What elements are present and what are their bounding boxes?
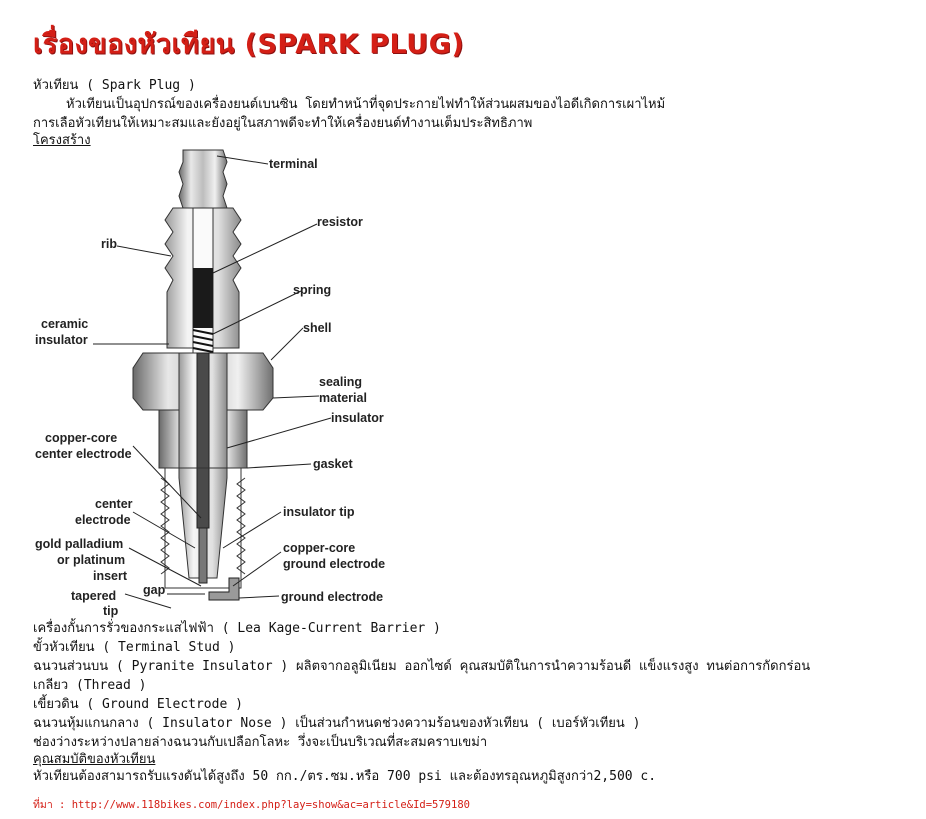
part-item: ขั้วหัวเทียน ( Terminal Stud )	[33, 640, 236, 655]
label-center-2: electrode	[75, 513, 131, 527]
label-insulator: insulator	[331, 411, 384, 425]
intro-paragraph-line-2: การเลือหัวเทียนให้เหมาะสมและยังอยู่ในสภา…	[33, 116, 533, 131]
part-item: เครื่องกั้นการรั่วของกระแสไฟฟ้า ( Lea Ka…	[33, 621, 441, 636]
resistor-part	[193, 268, 213, 328]
part-item: เกลียว (Thread )	[33, 678, 147, 693]
label-gold-2: or platinum	[57, 553, 125, 567]
source-link[interactable]: ที่มา : http://www.118bikes.com/index.ph…	[33, 799, 470, 811]
label-gasket: gasket	[313, 457, 353, 471]
label-tapered-1: tapered	[71, 589, 116, 603]
label-sealing-2: material	[319, 391, 367, 405]
section-heading: หัวเทียน ( Spark Plug )	[33, 78, 196, 93]
label-copper-ground-2: ground electrode	[283, 557, 385, 571]
part-item: เขี้ยวดิน ( Ground Electrode )	[33, 697, 243, 712]
page-title: เรื่องของหัวเทียน (SPARK PLUG)	[33, 29, 465, 60]
label-gap: gap	[143, 583, 166, 597]
label-ground-electrode: ground electrode	[281, 590, 383, 604]
structure-heading: โครงสร้าง	[33, 133, 91, 148]
label-ceramic-2: insulator	[35, 333, 88, 347]
label-terminal: terminal	[269, 157, 318, 171]
label-copper-ground-1: copper-core	[283, 541, 355, 555]
label-insulator-tip: insulator tip	[283, 505, 355, 519]
label-rib: rib	[101, 237, 117, 251]
label-tapered-2: tip	[103, 604, 119, 618]
terminal-part	[178, 149, 228, 209]
label-sealing-1: sealing	[319, 375, 362, 389]
label-copper-center-2: center electrode	[35, 447, 132, 461]
label-spring: spring	[293, 283, 331, 297]
part-item: ฉนวนส่วนบน ( Pyranite Insulator ) ผลิตจา…	[33, 659, 811, 674]
ground-electrode-part	[208, 577, 240, 601]
label-gold-3: insert	[93, 569, 128, 583]
part-item: ฉนวนหุ้มแกนกลาง ( Insulator Nose ) เป็นส…	[33, 716, 641, 731]
thread-part	[160, 467, 246, 589]
spark-plug-diagram: terminal resistor rib spring ceramic ins…	[35, 149, 385, 618]
label-center-1: center	[95, 497, 133, 511]
properties-heading: คุณสมบัติของหัวเทียน	[33, 752, 156, 767]
label-shell: shell	[303, 321, 332, 335]
intro-paragraph-line-1: หัวเทียนเป็นอุปกรณ์ของเครื่องยนต์เบนซิน …	[66, 97, 666, 112]
label-resistor: resistor	[317, 215, 363, 229]
properties-text: หัวเทียนต้องสามารถรับแรงดันได้สูงถึง 50 …	[33, 769, 657, 784]
label-copper-center-1: copper-core	[45, 431, 117, 445]
center-electrode-part	[196, 352, 210, 529]
label-gold-1: gold palladium	[35, 537, 123, 551]
label-ceramic-1: ceramic	[41, 317, 88, 331]
spring-part	[192, 329, 214, 353]
part-item: ช่องว่างระหว่างปลายล่างฉนวนกับเปลือกโลหะ…	[33, 735, 488, 750]
